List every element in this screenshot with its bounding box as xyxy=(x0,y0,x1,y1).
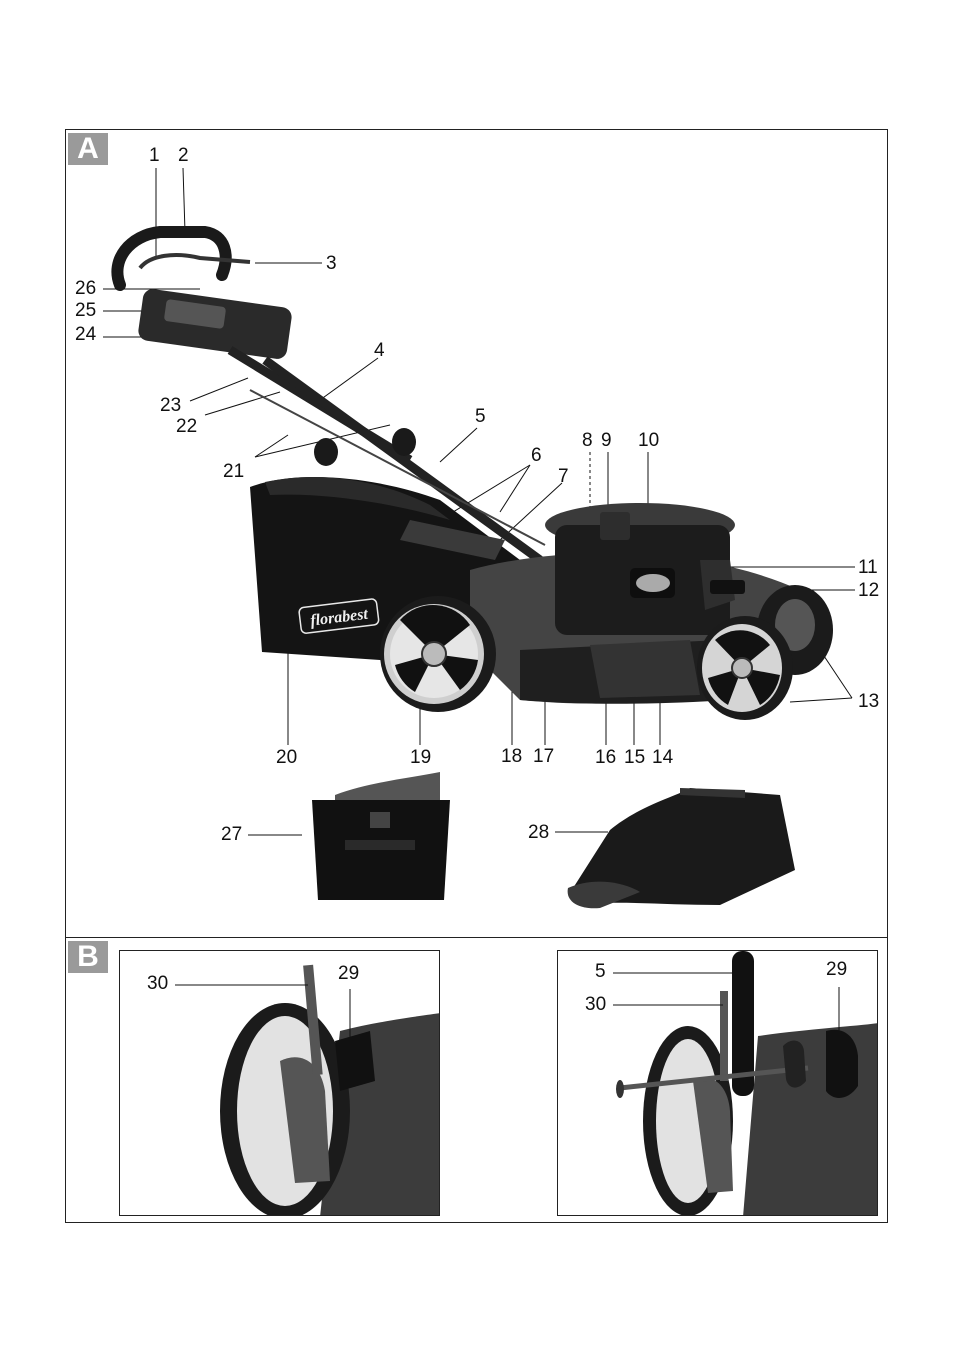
callout-11: 11 xyxy=(858,557,878,578)
side-discharge-chute xyxy=(567,788,795,909)
wheel-height-detail-left xyxy=(175,964,439,1215)
callout-b-29-left: 29 xyxy=(338,963,360,984)
callout-10: 10 xyxy=(638,430,660,451)
leader-lines xyxy=(103,167,855,836)
callout-1: 1 xyxy=(149,145,160,166)
callout-13: 13 xyxy=(858,691,880,712)
callout-22: 22 xyxy=(176,416,198,437)
callout-18: 18 xyxy=(501,746,523,767)
section-a-badge: A xyxy=(68,133,108,165)
mower-handle xyxy=(111,226,546,564)
callout-25: 25 xyxy=(75,300,97,321)
callout-9: 9 xyxy=(601,430,612,451)
callout-23: 23 xyxy=(160,395,182,416)
section-b-badge: B xyxy=(68,941,108,973)
section-divider xyxy=(65,937,888,938)
brand-logo: florabest xyxy=(298,598,380,634)
callout-20: 20 xyxy=(276,747,298,768)
callout-15: 15 xyxy=(624,747,646,768)
callout-12: 12 xyxy=(858,580,880,601)
callout-b-5-right: 5 xyxy=(595,961,606,982)
front-wheels xyxy=(697,585,833,720)
callout-5: 5 xyxy=(475,406,486,427)
rear-wheel xyxy=(380,596,496,712)
callout-b-30-left: 30 xyxy=(147,973,169,994)
callout-7: 7 xyxy=(558,466,569,487)
callout-27: 27 xyxy=(221,824,243,845)
callout-17: 17 xyxy=(533,746,555,767)
callout-6: 6 xyxy=(531,445,542,466)
detail-inset-left xyxy=(119,950,440,1216)
figure-frame xyxy=(65,129,888,1223)
callout-14: 14 xyxy=(652,747,674,768)
callout-3: 3 xyxy=(326,253,337,274)
callout-26: 26 xyxy=(75,278,97,299)
callout-28: 28 xyxy=(528,822,550,843)
callout-8: 8 xyxy=(582,430,593,451)
callout-21: 21 xyxy=(223,461,245,482)
svg-text:florabest: florabest xyxy=(309,606,369,630)
callout-4: 4 xyxy=(374,340,385,361)
callout-b-29-right: 29 xyxy=(826,959,848,980)
callout-24: 24 xyxy=(75,324,97,345)
callout-16: 16 xyxy=(595,747,617,768)
mulching-plug xyxy=(312,772,450,900)
wheel-height-detail-right xyxy=(613,951,877,1215)
callout-2: 2 xyxy=(178,145,189,166)
engine xyxy=(545,503,745,635)
callout-b-30-right: 30 xyxy=(585,994,607,1015)
callout-19: 19 xyxy=(410,747,432,768)
detail-inset-right xyxy=(557,950,878,1216)
